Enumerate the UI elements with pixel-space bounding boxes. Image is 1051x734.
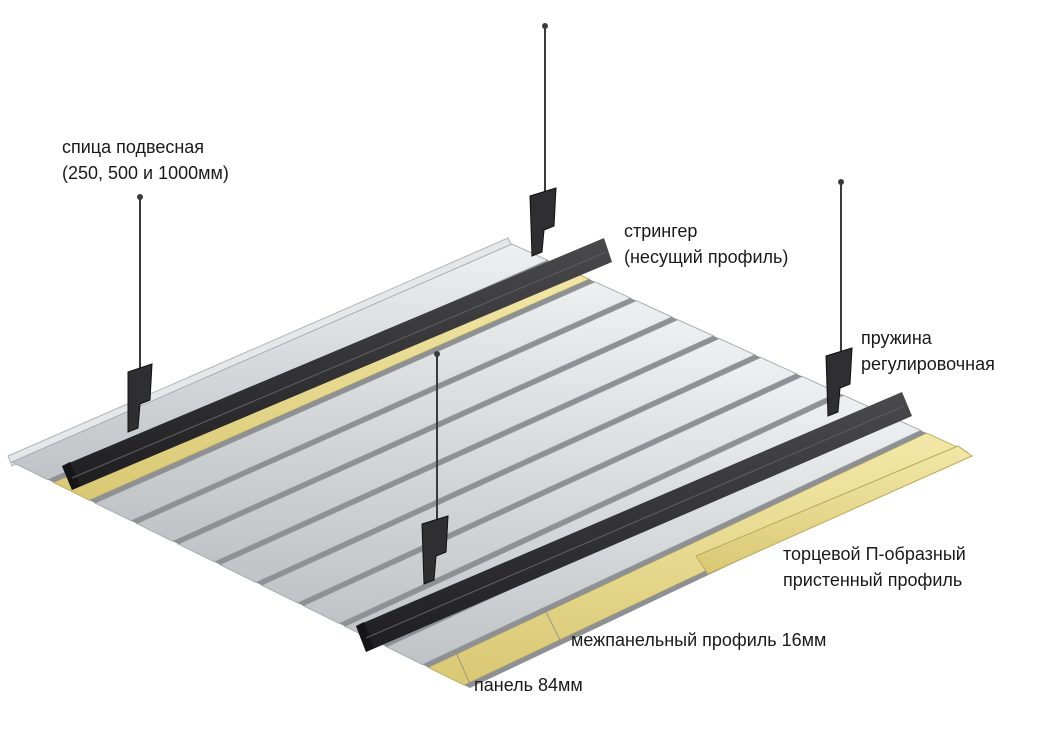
label-stringer-line2: (несущий профиль) xyxy=(624,247,789,267)
spring-top xyxy=(529,187,557,257)
interpanel-groove xyxy=(255,354,761,586)
interpanel-groove xyxy=(214,335,720,565)
spring-right xyxy=(825,347,853,417)
interpanel-groove xyxy=(89,279,595,504)
stringer-back xyxy=(62,238,612,490)
interpanel-groove xyxy=(339,392,844,627)
suspension-rods xyxy=(137,23,844,528)
interpanel-groove xyxy=(422,430,927,668)
label-spring-line2: регулировочная xyxy=(861,354,995,374)
spring-front xyxy=(421,515,449,585)
label-adjusting-spring: пружина регулировочная xyxy=(861,325,995,377)
label-interpanel-profile: межпанельный профиль 16мм xyxy=(571,627,826,653)
label-end-profile: торцевой П-образный пристенный профиль xyxy=(783,541,966,593)
label-panel: панель 84мм xyxy=(474,672,583,698)
label-suspension-spoke: спица подвесная (250, 500 и 1000мм) xyxy=(62,134,229,186)
spring-left xyxy=(127,363,153,433)
label-end-line2: пристенный профиль xyxy=(783,570,963,590)
stringer-front xyxy=(356,392,912,652)
interpanel-groove xyxy=(131,298,637,524)
end-profile-right xyxy=(695,445,974,575)
label-stringer: стрингер (несущий профиль) xyxy=(624,218,788,270)
label-end-line1: торцевой П-образный xyxy=(783,544,966,564)
leader-lines xyxy=(454,609,561,685)
label-inter-line1: межпанельный профиль 16мм xyxy=(571,630,827,650)
interpanel-groove xyxy=(172,316,678,545)
adjusting-springs xyxy=(127,187,853,585)
label-spoke-line1: спица подвесная xyxy=(62,137,205,157)
label-spring-line1: пружина xyxy=(861,328,932,348)
label-spoke-line2: (250, 500 и 1000мм) xyxy=(62,163,229,183)
label-stringer-line1: стрингер xyxy=(624,221,698,241)
label-panel-line1: панель 84мм xyxy=(474,675,583,695)
